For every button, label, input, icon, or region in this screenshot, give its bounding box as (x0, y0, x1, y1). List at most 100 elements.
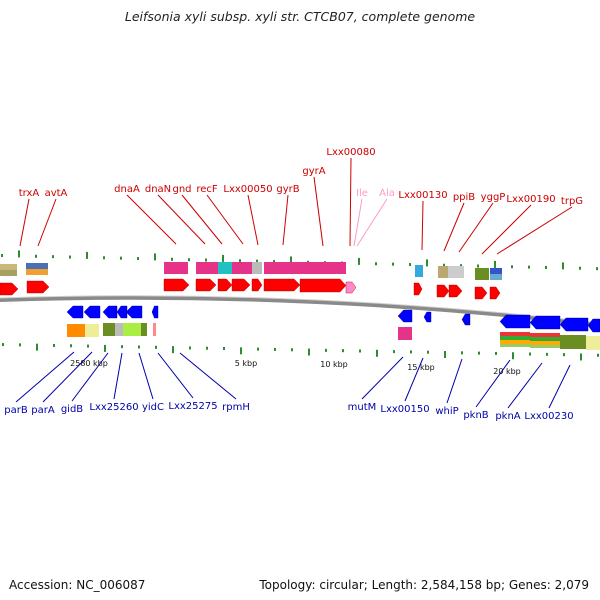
forward-gene-arrow (0, 282, 19, 296)
label-leader-line (313, 176, 324, 247)
feature-block (103, 323, 115, 336)
label-leader-line (113, 352, 123, 400)
gene-label-top: avtA (45, 188, 68, 199)
feature-block (415, 265, 423, 277)
gene-label-top: trxA (19, 188, 40, 199)
label-leader-line (349, 157, 352, 247)
feature-block (153, 323, 156, 336)
reverse-gene-arrow (587, 318, 600, 333)
gene-label-bottom: rpmH (222, 402, 250, 413)
label-leader-line (475, 359, 511, 408)
gene-label-top: dnaA (114, 184, 140, 195)
gene-label-top: Lxx00130 (398, 190, 447, 201)
feature-block (530, 341, 560, 345)
forward-gene-arrow (163, 278, 190, 292)
gene-label-top: Ile (356, 188, 368, 199)
label-leader-line (481, 204, 532, 255)
feature-block (85, 324, 99, 337)
label-leader-line (446, 358, 463, 404)
feature-block (26, 263, 48, 269)
feature-block (0, 270, 17, 276)
feature-block (500, 336, 530, 340)
feature-block (300, 262, 346, 274)
reverse-gene-arrow (499, 314, 531, 329)
scale-label: 15 kbp (407, 363, 435, 372)
label-leader-line (353, 198, 363, 247)
label-leader-line (42, 351, 93, 403)
reverse-gene-arrow (116, 305, 128, 319)
feature-block (560, 335, 586, 349)
gene-label-top: Lxx00080 (326, 147, 375, 158)
feature-block (123, 323, 141, 336)
reverse-gene-arrow (151, 305, 159, 319)
forward-gene-arrow (413, 282, 423, 296)
gene-label-bottom: whiP (435, 406, 458, 417)
label-leader-line (157, 352, 194, 399)
gene-arrows (0, 278, 600, 333)
forward-gene-arrow (448, 284, 463, 298)
reverse-gene-arrow (83, 305, 101, 319)
forward-gene-arrow (436, 284, 450, 298)
forward-gene-arrow (231, 278, 251, 292)
scale-label: 20 kbp (493, 367, 521, 376)
label-leader-line (179, 352, 237, 400)
forward-gene-arrow (489, 286, 501, 300)
label-leader-line (404, 357, 424, 402)
feature-block (530, 333, 560, 337)
gene-label-top: gnd (172, 184, 191, 195)
gene-label-top: ppiB (453, 192, 475, 203)
feature-block (490, 268, 502, 274)
label-leader-line (181, 194, 223, 245)
forward-gene-arrow (299, 278, 347, 293)
label-leader-line (356, 198, 388, 247)
label-leader-line (15, 351, 75, 403)
feature-block (26, 269, 48, 275)
feature-block (500, 340, 530, 344)
feature-block (490, 274, 502, 280)
reverse-gene-arrow (423, 311, 432, 323)
label-leader-line (282, 194, 289, 246)
gene-label-bottom: Lxx25275 (168, 401, 217, 412)
feature-block (586, 336, 600, 350)
label-leader-line (361, 356, 404, 400)
gene-label-top: Ala (379, 188, 395, 199)
forward-gene-arrow (26, 280, 50, 294)
scale-label: 10 kbp (320, 360, 348, 369)
feature-block (164, 262, 188, 274)
gene-label-bottom: parB (4, 405, 28, 416)
tick-marks (1, 250, 599, 361)
label-leader-line (126, 194, 177, 245)
feature-block (252, 262, 262, 274)
forward-gene-arrow (251, 278, 263, 292)
reverse-gene-arrow (397, 309, 413, 323)
forward-gene-arrow (263, 278, 301, 292)
label-leader-line (443, 202, 465, 252)
gene-label-bottom: parA (31, 405, 55, 416)
label-leader-line (157, 194, 206, 245)
gene-label-bottom: Lxx25260 (89, 402, 138, 413)
rna-gene-arrow (345, 281, 357, 294)
label-leader-line (206, 194, 244, 245)
scale-labels: 2580 kbp 5 kbp 10 kbp 15 kbp 20 kbp (70, 359, 521, 376)
gene-label-top: recF (196, 184, 218, 195)
accession-text: Accession: NC_006087 (9, 578, 146, 592)
map-title: Leifsonia xyli subsp. xyli str. CTCB07, … (124, 9, 476, 24)
gene-label-bottom: pknA (495, 411, 520, 422)
gene-label-bottom: gidB (61, 404, 83, 415)
feature-block (398, 327, 412, 340)
label-leader-line (548, 364, 571, 409)
forward-gene-arrow (195, 278, 217, 292)
gene-label-top: Lxx00050 (223, 184, 272, 195)
scale-label: 2580 kbp (70, 359, 108, 368)
label-leader-line (247, 194, 259, 246)
topology-summary: Topology: circular; Length: 2,584,158 bp… (259, 578, 589, 592)
label-leader-line (421, 200, 424, 251)
scale-label: 5 kbp (235, 359, 257, 368)
feature-block (0, 264, 17, 270)
feature-block (500, 332, 530, 336)
label-leader-line (507, 362, 543, 409)
feature-block (438, 266, 448, 278)
gene-label-bottom: yidC (142, 402, 164, 413)
forward-gene-arrow (217, 278, 233, 292)
